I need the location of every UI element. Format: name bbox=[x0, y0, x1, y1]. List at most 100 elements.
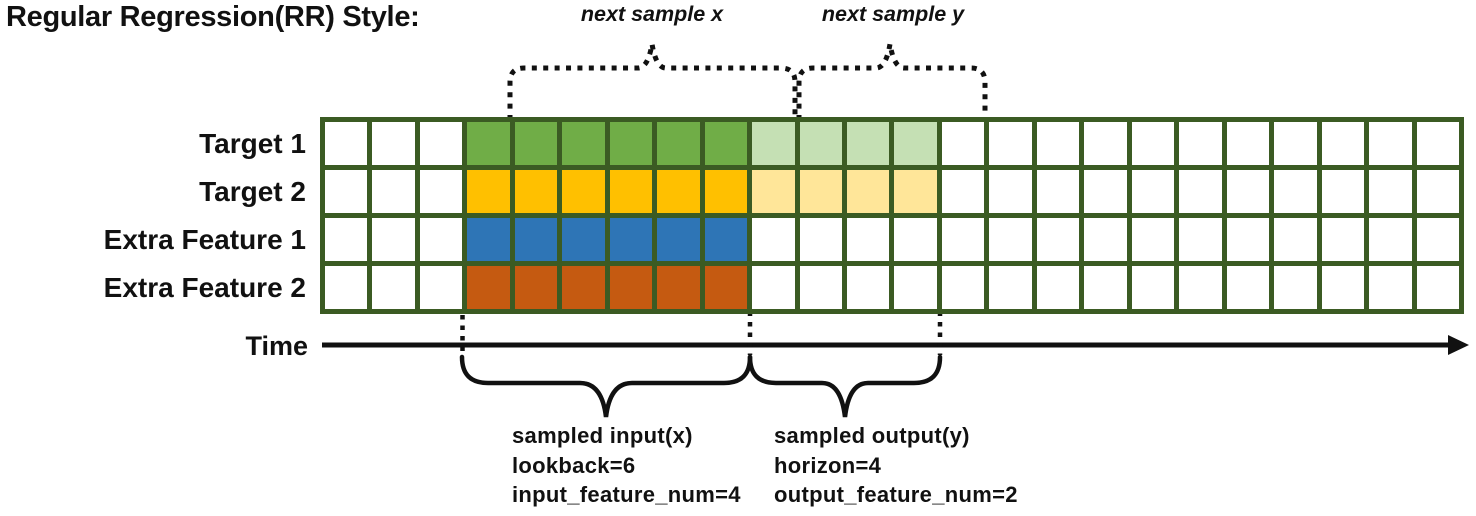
grid-cell bbox=[704, 122, 748, 165]
grid-cell bbox=[847, 170, 890, 213]
grid-cell bbox=[989, 218, 1032, 261]
time-label: Time bbox=[245, 331, 308, 361]
grid-cell bbox=[1084, 266, 1127, 309]
grid-cell bbox=[514, 218, 558, 261]
grid-cell bbox=[941, 218, 985, 261]
grid-cell bbox=[1036, 122, 1080, 165]
grid-cell bbox=[799, 122, 843, 165]
grid-cell bbox=[1131, 122, 1175, 165]
row-label: Extra Feature 1 bbox=[103, 224, 306, 255]
grid-cell bbox=[1084, 170, 1127, 213]
grid-cell bbox=[1369, 266, 1412, 309]
grid-cell bbox=[941, 170, 985, 213]
grid-cell bbox=[1226, 218, 1270, 261]
grid-cell bbox=[1084, 122, 1127, 165]
grid-cell bbox=[799, 170, 843, 213]
grid-cell bbox=[894, 266, 937, 309]
grid-cell bbox=[1179, 266, 1222, 309]
output-feature-num-value: output_feature_num=2 bbox=[774, 482, 1018, 507]
grid-cell bbox=[372, 122, 415, 165]
grid-cell bbox=[1179, 170, 1222, 213]
grid-cell bbox=[1036, 218, 1080, 261]
grid-cell bbox=[514, 122, 558, 165]
time-axis-arrow bbox=[1448, 335, 1469, 355]
grid-cell bbox=[752, 218, 795, 261]
grid-cell bbox=[609, 170, 653, 213]
grid-cell bbox=[1321, 266, 1365, 309]
next-sample-y-label: next sample y bbox=[821, 2, 965, 26]
sampled-output-annotation: sampled output(y) horizon=4 output_featu… bbox=[774, 421, 1018, 510]
grid-cell bbox=[799, 266, 843, 309]
grid-cell bbox=[1369, 170, 1412, 213]
grid-cell bbox=[467, 122, 510, 165]
grid-cell bbox=[657, 218, 700, 261]
grid-cell bbox=[1369, 218, 1412, 261]
grid-cell bbox=[847, 218, 890, 261]
grid-cell bbox=[325, 170, 368, 213]
grid-cell bbox=[704, 266, 748, 309]
sampled-input-annotation: sampled input(x) lookback=6 input_featur… bbox=[512, 421, 741, 510]
grid-cell bbox=[1274, 170, 1317, 213]
horizon-value: horizon=4 bbox=[774, 452, 882, 478]
grid-cell bbox=[1226, 122, 1270, 165]
grid-cell bbox=[1084, 218, 1127, 261]
grid-cell bbox=[467, 266, 510, 309]
grid-cell bbox=[609, 122, 653, 165]
sampled-output-title: sampled output(y) bbox=[774, 423, 970, 448]
lookback-value: lookback=6 bbox=[512, 452, 636, 478]
grid-cell bbox=[514, 266, 558, 309]
page-title: Regular Regression(RR) Style: bbox=[6, 1, 420, 33]
grid-cell bbox=[325, 122, 368, 165]
grid-cell bbox=[894, 218, 937, 261]
next-sample-y-brace bbox=[796, 43, 988, 120]
grid-cell bbox=[325, 266, 368, 309]
grid-cell bbox=[894, 122, 937, 165]
next-sample-x-brace bbox=[507, 43, 798, 120]
grid-cell bbox=[1131, 266, 1175, 309]
grid-cell bbox=[1321, 218, 1365, 261]
grid-cell bbox=[325, 218, 368, 261]
grid-cell bbox=[372, 266, 415, 309]
grid-cell bbox=[894, 170, 937, 213]
grid-cell bbox=[1274, 266, 1317, 309]
grid-cell bbox=[419, 170, 463, 213]
sampled-input-title: sampled input(x) bbox=[512, 423, 693, 448]
grid-cell bbox=[467, 218, 510, 261]
grid-cell bbox=[752, 266, 795, 309]
sample-grid bbox=[320, 117, 1464, 314]
grid-cell bbox=[1226, 170, 1270, 213]
grid-cell bbox=[419, 266, 463, 309]
grid-cell bbox=[657, 170, 700, 213]
input-feature-num-value: input_feature_num=4 bbox=[512, 482, 741, 507]
grid-cell bbox=[562, 218, 605, 261]
grid-cell bbox=[1179, 218, 1222, 261]
grid-cell bbox=[989, 170, 1032, 213]
grid-cell bbox=[1179, 122, 1222, 165]
sampled-output-brace bbox=[747, 354, 943, 418]
grid-cell bbox=[752, 122, 795, 165]
grid-cell bbox=[562, 266, 605, 309]
grid-cell bbox=[941, 266, 985, 309]
grid-cell bbox=[1416, 266, 1459, 309]
grid-cell bbox=[989, 266, 1032, 309]
grid-cell bbox=[1274, 218, 1317, 261]
grid-cell bbox=[941, 122, 985, 165]
row-label: Target 2 bbox=[199, 176, 306, 207]
grid-cell bbox=[1321, 122, 1365, 165]
grid-cell bbox=[1036, 266, 1080, 309]
grid-cell bbox=[704, 218, 748, 261]
grid-cell bbox=[1369, 122, 1412, 165]
grid-cell bbox=[372, 170, 415, 213]
grid-cell bbox=[989, 122, 1032, 165]
grid-cell bbox=[562, 122, 605, 165]
sampled-input-brace bbox=[459, 354, 753, 418]
grid-cell bbox=[562, 170, 605, 213]
grid-cell bbox=[1226, 266, 1270, 309]
grid-cell bbox=[1274, 122, 1317, 165]
grid-cell bbox=[419, 122, 463, 165]
grid-cell bbox=[657, 266, 700, 309]
grid-cell bbox=[467, 170, 510, 213]
grid-cell bbox=[847, 266, 890, 309]
